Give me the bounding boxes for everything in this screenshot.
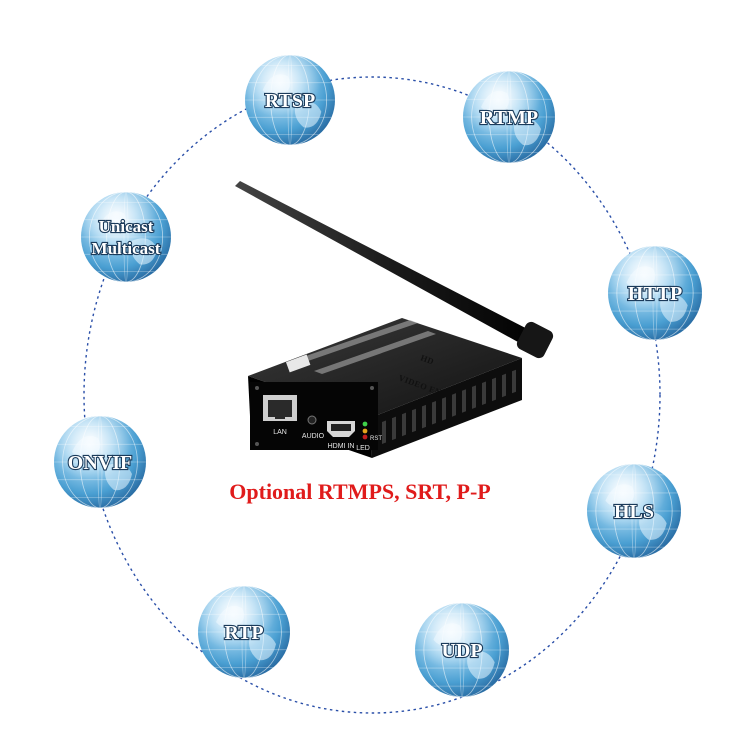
- antenna: [235, 181, 545, 352]
- audio-label: AUDIO: [302, 433, 325, 440]
- audio-jack: [307, 415, 317, 425]
- globe-rtmp: RTMP: [463, 70, 555, 164]
- side-vents: [382, 369, 516, 445]
- protocol-label-onvif: ONVIF: [68, 452, 132, 474]
- globe-rtp: RTP: [198, 585, 290, 679]
- connection-ring: [83, 76, 661, 714]
- protocol-label-http: HTTP: [628, 283, 682, 305]
- device-label-hd: HD: [419, 352, 435, 366]
- protocol-label-hls: HLS: [614, 501, 654, 523]
- globe-http: HTTP: [608, 245, 702, 341]
- globe-onvif: ONVIF: [54, 415, 146, 509]
- hdmi-label: HDMI IN: [328, 443, 355, 450]
- globe-udp: UDP: [415, 602, 509, 698]
- protocol-label-rtp: RTP: [224, 622, 263, 644]
- protocol-label-rtmp: RTMP: [480, 107, 538, 129]
- protocol-label-rtsp: RTSP: [265, 90, 315, 112]
- caption-optional-protocols: Optional RTMPS, SRT, P-P: [229, 479, 490, 504]
- globe-hls: HLS: [587, 463, 681, 559]
- video-encoder-device: HD VIDEO ENCODER LAN AUDIO HDMI IN RST L…: [235, 181, 554, 458]
- rst-button: [362, 434, 368, 440]
- rst-label: RST: [370, 436, 382, 442]
- led-green: [362, 421, 368, 427]
- globe-rtsp: RTSP: [245, 54, 335, 146]
- lan-port-label: LAN: [273, 429, 287, 436]
- protocol-label-udp: UDP: [441, 640, 482, 662]
- serial-sticker: [285, 354, 311, 373]
- led-amber: [362, 428, 368, 434]
- led-label: LED: [356, 445, 370, 452]
